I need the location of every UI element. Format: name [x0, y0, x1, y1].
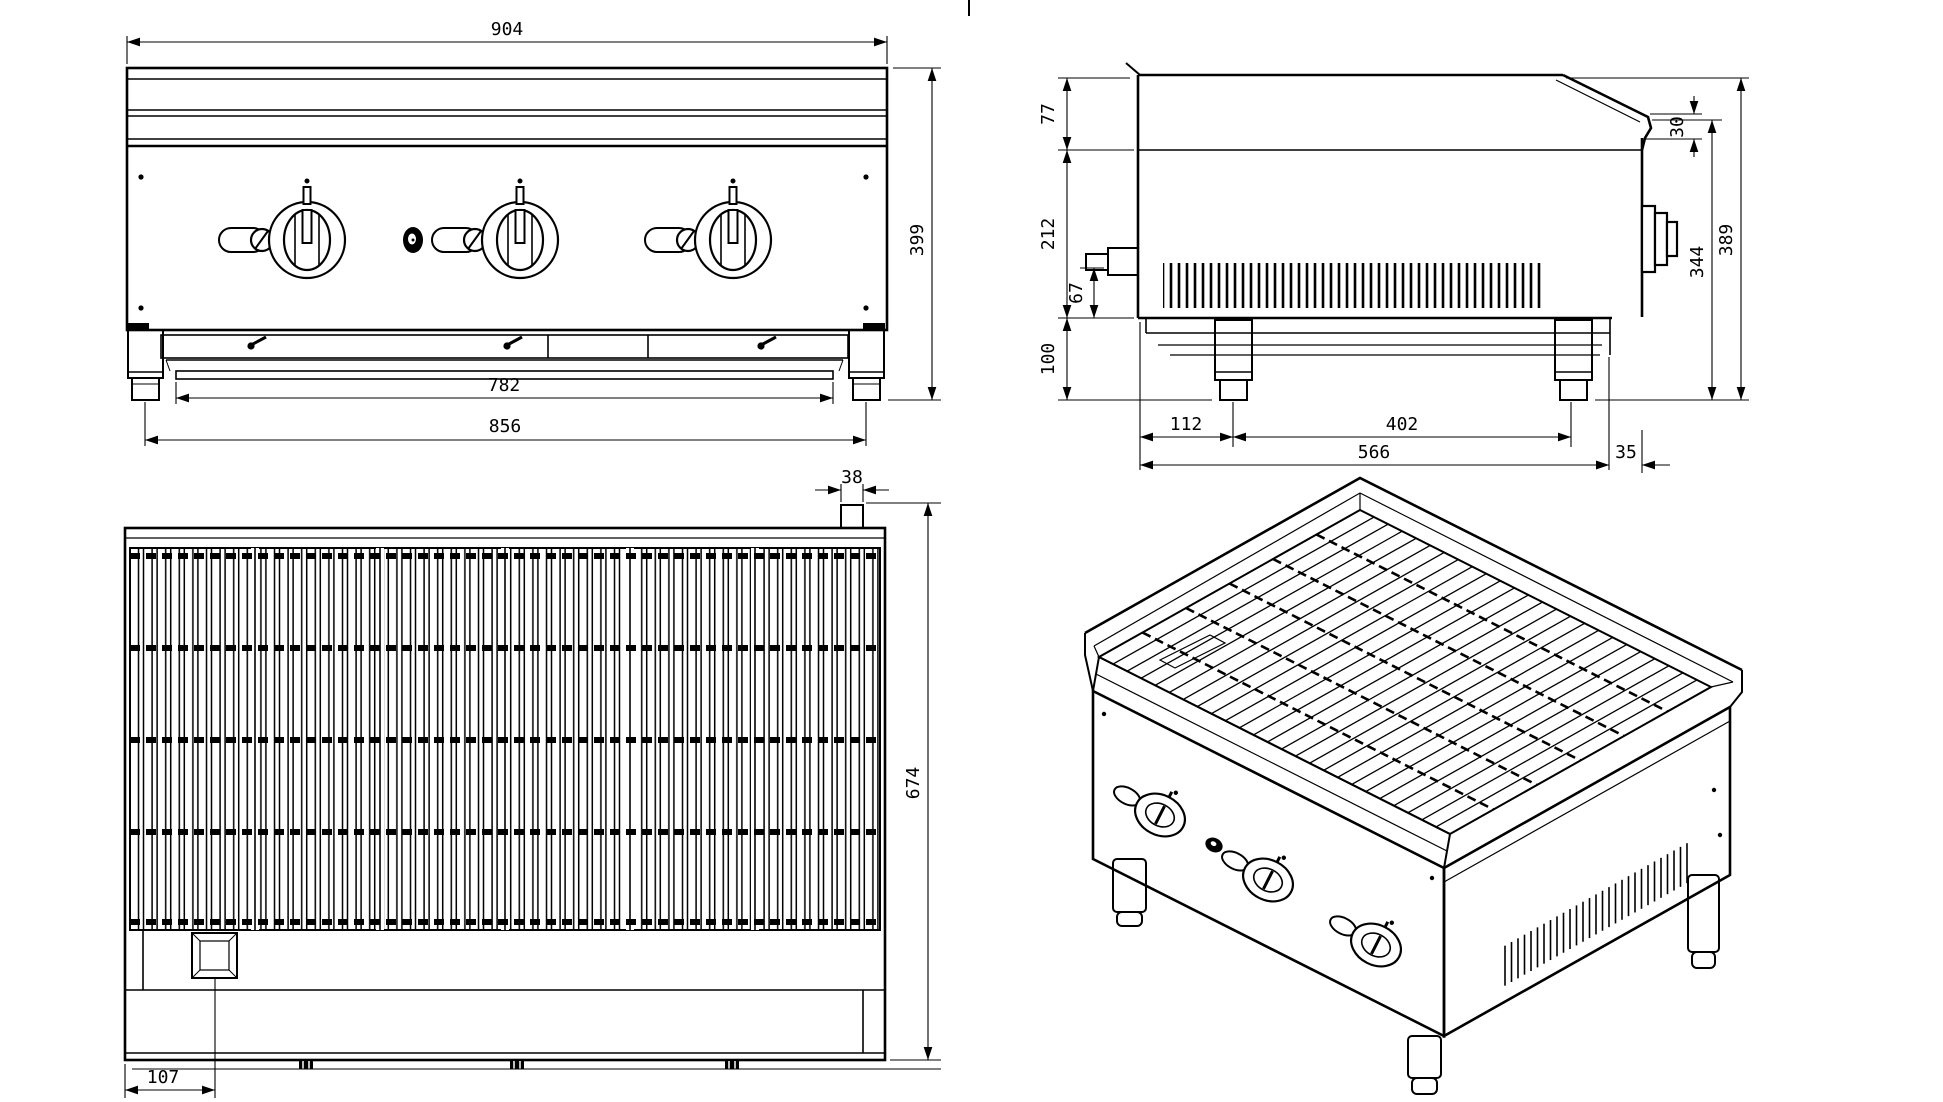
dim-leg-span: 856 — [144, 402, 867, 446]
dim-drain-offset: 107 — [124, 978, 216, 1098]
isometric-view — [1084, 476, 1743, 1095]
burner-knob — [1113, 785, 1186, 838]
dim-label-402: 402 — [1386, 414, 1419, 435]
dim-label-399: 399 — [907, 224, 928, 257]
dim-label-856: 856 — [489, 416, 522, 437]
dim-label-30: 30 — [1667, 116, 1688, 138]
iso-splash-guard — [1084, 476, 1743, 708]
leg — [127, 329, 164, 401]
burner-knob — [644, 178, 773, 280]
rear-tab — [840, 504, 864, 529]
front-view: 904 — [125, 19, 941, 446]
dim-label-904: 904 — [491, 19, 524, 40]
dim-label-344: 344 — [1687, 246, 1708, 279]
dim-label-782: 782 — [488, 375, 521, 396]
dim-label-107: 107 — [147, 1067, 180, 1088]
dim-label-566: 566 — [1358, 442, 1391, 463]
side-left-dims: 77 212 100 67 — [1038, 77, 1212, 401]
front-body — [125, 66, 889, 332]
knob-side-profile — [1640, 204, 1679, 274]
tray-bolt — [503, 335, 523, 350]
dim-tray-width: 782 — [175, 375, 834, 404]
panel-screw — [138, 174, 144, 180]
iso-right-face — [1442, 704, 1732, 1039]
panel-screw — [863, 174, 869, 180]
igniter-button — [1205, 837, 1223, 853]
burner-knob — [1221, 850, 1294, 903]
side-right-dims: 30 344 389 — [1566, 77, 1749, 401]
dim-label-389: 389 — [1716, 224, 1737, 257]
dim-overall-height: 399 — [888, 67, 941, 401]
dim-label-674: 674 — [903, 767, 924, 800]
leg — [848, 329, 885, 401]
grill-grates — [129, 547, 881, 931]
dim-label-100: 100 — [1038, 343, 1059, 376]
dim-label-112: 112 — [1170, 414, 1203, 435]
leg — [1687, 874, 1720, 969]
side-view: 77 212 100 67 30 344 389 — [1038, 62, 1749, 473]
burner-knob — [218, 178, 347, 280]
burner-knob — [431, 178, 560, 280]
splash-guard-edge — [1125, 62, 1141, 76]
top-view: 38 — [123, 467, 941, 1098]
burner-knobs-front — [218, 178, 773, 280]
iso-legs — [1112, 858, 1720, 1095]
vent-slots — [1163, 263, 1545, 308]
side-bottom-dims: 112 402 566 35 — [1139, 322, 1670, 473]
tray-bolt — [757, 335, 777, 350]
dim-label-35: 35 — [1615, 442, 1637, 463]
dim-label-38: 38 — [841, 467, 863, 488]
leg — [1554, 319, 1593, 401]
front-edge-screws — [132, 1061, 941, 1070]
leg — [1214, 319, 1253, 401]
tray-bolt — [247, 335, 267, 350]
dim-label-77: 77 — [1038, 103, 1059, 125]
igniter-button — [403, 227, 423, 253]
panel-screw — [138, 305, 144, 311]
burner-box-tab — [1158, 634, 1227, 669]
burner-knob — [1329, 915, 1402, 968]
leg — [1407, 1035, 1442, 1095]
panel-screw — [863, 305, 869, 311]
dim-label-212: 212 — [1038, 218, 1059, 251]
dim-overall-width: 904 — [126, 19, 888, 64]
iso-body — [1091, 688, 1732, 1039]
side-body — [1085, 62, 1679, 401]
dim-overall-depth: 674 — [866, 502, 941, 1061]
iso-grate-supports — [1141, 533, 1669, 811]
leg — [1112, 858, 1147, 927]
top-body — [123, 526, 887, 1062]
front-lower-assembly — [160, 334, 849, 380]
iso-vent-slots — [1504, 843, 1688, 986]
dim-tab-width: 38 — [815, 467, 889, 502]
grease-drain — [191, 932, 238, 979]
front-legs — [127, 329, 885, 401]
grate-clamp-rows — [130, 553, 880, 925]
iso-knobs — [1113, 785, 1402, 968]
dim-label-67: 67 — [1066, 282, 1087, 304]
